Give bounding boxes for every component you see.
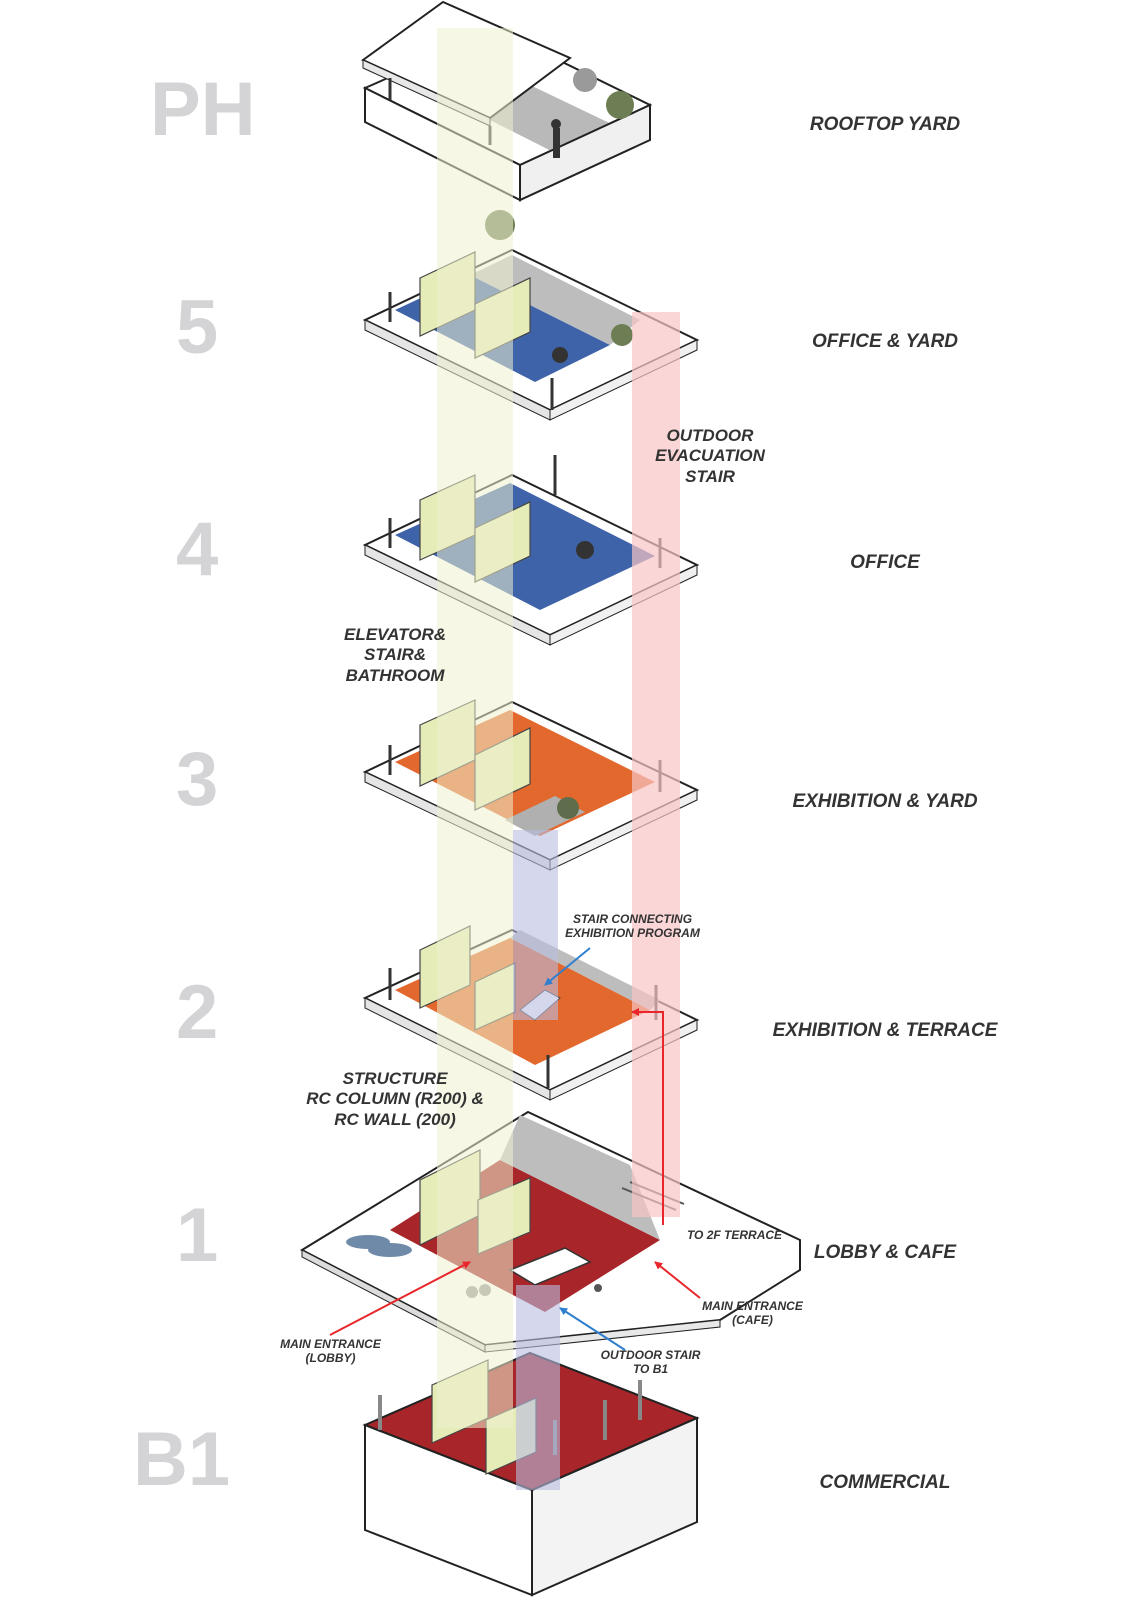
arrow-stair-connecting [544,947,591,986]
core-band [437,28,513,1428]
program-bands [437,28,680,1490]
level-number-5: 5 [176,285,219,370]
core-label: ELEVATOR& STAIR& BATHROOM [343,625,446,685]
program-label-b1: COMMERCIAL [819,1472,951,1493]
main-entrance-cafe-label: MAIN ENTRANCE (CAFE) [702,1299,803,1328]
program-label-3: EXHIBITION & YARD [792,791,978,812]
program-label-4: OFFICE [850,552,920,573]
program-label-1: LOBBY & CAFE [813,1242,957,1263]
outdoor-stair-b1-label: OUTDOOR STAIR TO B1 [600,1348,701,1377]
program-label-5: OFFICE & YARD [811,331,959,352]
stair-connecting-label: STAIR CONNECTING EXHIBITION PROGRAM [565,912,700,941]
outdoor-evacuation-stair-label: OUTDOOR EVACUATION STAIR [655,426,765,486]
arrow-main-entrance-lobby [329,1261,471,1336]
level-number-b1: B1 [133,1417,231,1502]
arrow-main-entrance-cafe [654,1261,701,1299]
stair-band-upper [513,830,558,1020]
arrow-to-2f-terrace [631,1008,664,1225]
level-number-2: 2 [176,970,219,1055]
level-number-1: 1 [176,1193,219,1278]
evacuation-band [632,312,680,1217]
stair-band-lower [516,1285,560,1490]
program-label-2: EXHIBITION & TERRACE [772,1020,998,1041]
structure-label: STRUCTURE RC COLUMN (R200) & RC WALL (20… [306,1069,484,1129]
annotation-arrows [329,947,701,1351]
arrow-outdoor-stair-b1 [559,1307,626,1351]
level-number-ph: PH [150,67,256,152]
program-label-ph: ROOFTOP YARD [809,114,961,135]
level-number-3: 3 [176,737,219,822]
level-number-4: 4 [176,507,219,592]
to-2f-terrace-label: TO 2F TERRACE [686,1228,783,1242]
main-entrance-lobby-label: MAIN ENTRANCE (LOBBY) [280,1337,381,1366]
